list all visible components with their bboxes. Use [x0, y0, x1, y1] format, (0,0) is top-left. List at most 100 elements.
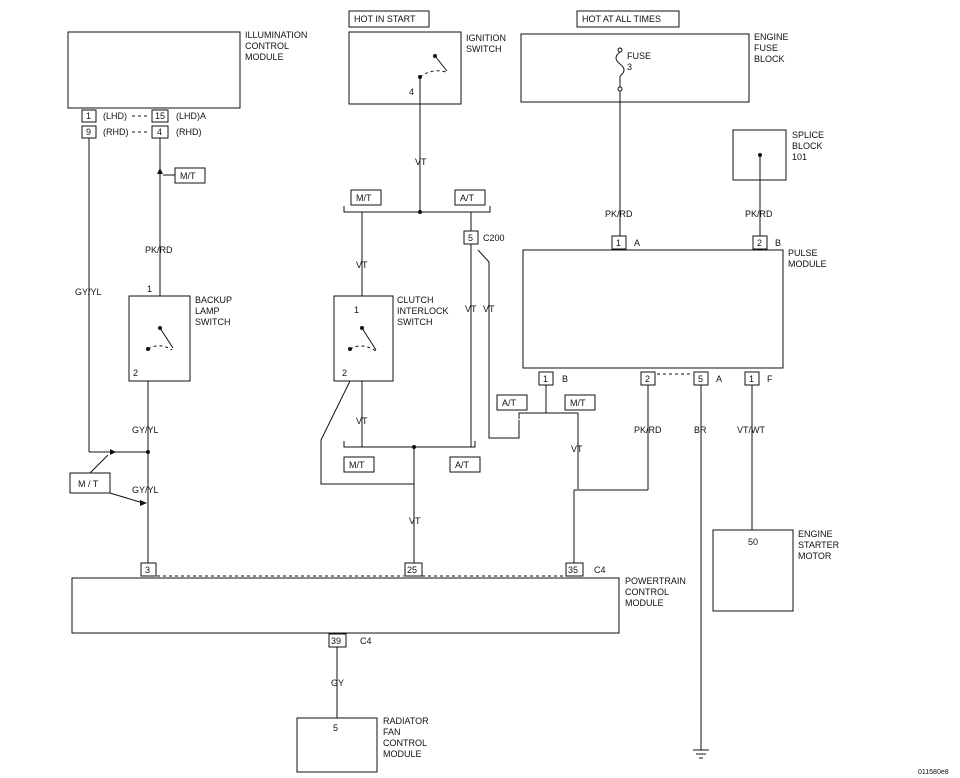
- wire-label-gy-yl-1: GY/YL: [132, 425, 159, 435]
- tag-at-pulse: A/T: [496, 394, 528, 411]
- wire-clutch-out: VT VT: [320, 380, 476, 563]
- pcm-c4-top: C4: [594, 565, 606, 575]
- wire-label-vt-pulse-1b: VT: [571, 444, 583, 454]
- clutch-label-3: SWITCH: [397, 317, 433, 327]
- backup-label-3: SWITCH: [195, 317, 231, 327]
- wire-gy-yl-pcm: GY/YL GY/YL: [110, 381, 159, 563]
- wire-label-pk-rd-pcm35: PK/RD: [634, 425, 662, 435]
- wire-at-c200: 5 C200 VT VT: [463, 212, 520, 447]
- radiator-label-1: RADIATOR: [383, 716, 429, 726]
- icm-lhd-a-label: (LHD)A: [176, 111, 206, 121]
- wire-label-gy-yl-2: GY/YL: [132, 485, 159, 495]
- clutch-interlock-switch: CLUTCH INTERLOCK SWITCH 1 2: [333, 295, 449, 382]
- pulse-label-1: PULSE: [788, 248, 818, 258]
- tag-mt-mid-text: M/T: [349, 460, 365, 470]
- wire-label-br: BR: [694, 425, 707, 435]
- radiator-label-3: CONTROL: [383, 738, 427, 748]
- icm-pin-4: 4: [157, 127, 162, 137]
- illumination-label-1: ILLUMINATION: [245, 30, 307, 40]
- radiator-label-4: MODULE: [383, 749, 422, 759]
- pcm-label-3: MODULE: [625, 598, 664, 608]
- fuse-block-label-1: ENGINE: [754, 32, 789, 42]
- tag-mt-backup-text: M/T: [180, 171, 196, 181]
- starter-label-2: STARTER: [798, 540, 840, 550]
- wire-label-pk-rd-fuse: PK/RD: [605, 209, 633, 219]
- tag-mt-pcm: M / T: [69, 454, 147, 506]
- icm-rhd-right-label: (RHD): [176, 127, 202, 137]
- fuse-number: 3: [627, 62, 632, 72]
- pulse-pin-bot-1f: 1: [749, 374, 754, 384]
- powertrain-control-module: POWERTRAIN CONTROL MODULE 3 25 35 C4 39 …: [71, 562, 686, 648]
- fuse-label: FUSE: [627, 51, 651, 61]
- wire-br-ground: BR: [693, 385, 709, 759]
- tag-at-mid: A/T: [449, 456, 481, 473]
- backup-lamp-switch: BACKUP LAMP SWITCH 1 2: [128, 284, 232, 382]
- c200-pin-5: 5: [468, 233, 473, 243]
- wire-label-vt-pcm25: VT: [409, 516, 421, 526]
- splice-label-2: BLOCK: [792, 141, 823, 151]
- tag-at-pulse-text: A/T: [502, 398, 517, 408]
- hot-in-start-text: HOT IN START: [354, 14, 416, 24]
- pcm-pin-3: 3: [145, 565, 150, 575]
- wire-vt-clutch: VT: [356, 212, 368, 296]
- hot-at-all-times-header: HOT AT ALL TIMES: [576, 10, 680, 28]
- tag-mt-mid: M/T: [343, 456, 375, 473]
- icm-rhd-left-label: (RHD): [103, 127, 129, 137]
- wire-pk-rd-backup: PK/RD: [145, 138, 173, 296]
- pulse-conn-b-top: B: [775, 238, 781, 248]
- pulse-pin-top-1: 1: [616, 238, 621, 248]
- pcm-label-2: CONTROL: [625, 587, 669, 597]
- icm-lhd-label: (LHD): [103, 111, 127, 121]
- icm-pin-9: 9: [86, 127, 91, 137]
- wire-label-vt-clutch: VT: [356, 260, 368, 270]
- wire-pk-rd-fuse: PK/RD: [605, 91, 633, 236]
- pulse-conn-b-bot: B: [562, 374, 568, 384]
- tag-mt-pulse: M/T: [564, 394, 596, 411]
- pulse-pin-top-2: 2: [757, 238, 762, 248]
- backup-pin-1: 1: [147, 284, 152, 294]
- backup-label-1: BACKUP: [195, 295, 232, 305]
- wire-label-vt-ign: VT: [415, 157, 427, 167]
- clutch-label-2: INTERLOCK: [397, 306, 449, 316]
- pcm-c4-bottom: C4: [360, 636, 372, 646]
- clutch-pin-1: 1: [354, 305, 359, 315]
- pcm-pin-39: 39: [331, 636, 341, 646]
- backup-pin-2: 2: [133, 368, 138, 378]
- fuse-block-label-2: FUSE: [754, 43, 778, 53]
- tag-at-top: A/T: [454, 189, 486, 206]
- starter-label-3: MOTOR: [798, 551, 832, 561]
- wire-pk-rd-splice: PK/RD: [745, 155, 773, 236]
- tag-mt-pulse-text: M/T: [570, 398, 586, 408]
- pulse-conn-f: F: [767, 374, 773, 384]
- wire-label-vt-clutch-out: VT: [356, 416, 368, 426]
- pulse-pin-bot-2: 2: [645, 374, 650, 384]
- c200-label: C200: [483, 233, 505, 243]
- wire-label-vt-c200-b: VT: [483, 304, 495, 314]
- pcm-label-1: POWERTRAIN: [625, 576, 686, 586]
- wire-gy-yl-left: GY/YL: [75, 138, 110, 453]
- wire-label-pk-rd-backup: PK/RD: [145, 245, 173, 255]
- pulse-pin-bot-5: 5: [698, 374, 703, 384]
- illumination-connector: 1 9 (LHD) (RHD) 15 4 (LHD)A (RHD): [81, 109, 206, 139]
- clutch-label-1: CLUTCH: [397, 295, 434, 305]
- wire-vt-ignition: VT: [343, 104, 491, 214]
- tag-mt-top: M/T: [350, 189, 382, 206]
- ignition-pin-4: 4: [409, 87, 414, 97]
- wire-label-gy: GY: [331, 678, 344, 688]
- wire-pulse-1b: VT: [518, 385, 583, 489]
- wire-gy-radiator: GY: [331, 647, 344, 718]
- icm-pin-15: 15: [155, 111, 165, 121]
- wire-label-vt-wt: VT/WT: [737, 425, 765, 435]
- radiator-fan-control-module: 5 RADIATOR FAN CONTROL MODULE: [296, 716, 429, 773]
- ignition-label-2: SWITCH: [466, 44, 502, 54]
- engine-starter-motor: 50 ENGINE STARTER MOTOR: [712, 529, 840, 612]
- pulse-module: PULSE MODULE 1 A 2 B 1 B 2 5 A 1 F: [522, 235, 827, 386]
- pcm-pin-25: 25: [407, 565, 417, 575]
- pulse-conn-a-bot: A: [716, 374, 722, 384]
- fuse-block-label-3: BLOCK: [754, 54, 785, 64]
- tag-mt-top-text: M/T: [356, 193, 372, 203]
- hot-in-start-header: HOT IN START: [348, 10, 430, 28]
- pulse-pin-bot-1b: 1: [543, 374, 548, 384]
- pulse-conn-a-top: A: [634, 238, 640, 248]
